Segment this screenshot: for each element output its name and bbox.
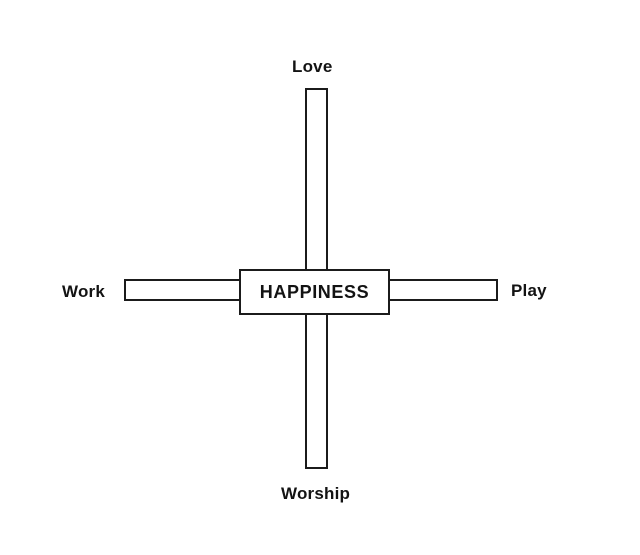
arm-label-play: Play xyxy=(511,281,547,300)
center-label-box: HAPPINESS xyxy=(239,269,390,315)
center-label-text: HAPPINESS xyxy=(259,281,370,302)
arm-label-love: Love xyxy=(292,57,333,76)
arm-label-work: Work xyxy=(62,282,105,301)
arm-label-worship: Worship xyxy=(281,484,351,503)
